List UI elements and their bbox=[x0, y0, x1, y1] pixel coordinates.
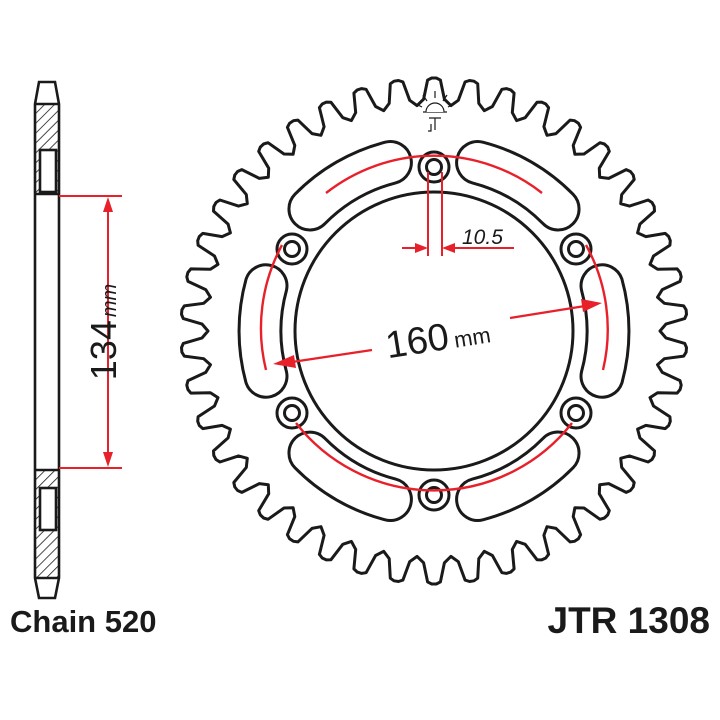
profile-bore-top bbox=[38, 148, 58, 194]
center-bore bbox=[293, 190, 575, 472]
side-profile bbox=[33, 80, 61, 600]
chain-size-label: Chain 520 bbox=[10, 604, 157, 639]
dimension-134-label: 134mm bbox=[83, 284, 124, 380]
dimension-160-unit: mm bbox=[452, 322, 492, 352]
bolt-circle-arcs bbox=[259, 154, 609, 492]
lightening-slot bbox=[287, 430, 413, 522]
dimension-160 bbox=[273, 299, 602, 368]
dimension-134-unit: mm bbox=[99, 284, 121, 317]
bolt-hole bbox=[283, 240, 301, 258]
dimension-160-label: 160mm bbox=[383, 309, 493, 367]
dimension-10-5 bbox=[402, 172, 514, 256]
bolt-hole bbox=[567, 404, 585, 422]
bolt-holes bbox=[275, 150, 593, 512]
bolt-hole bbox=[425, 158, 443, 176]
bolt-hole bbox=[567, 240, 585, 258]
dimension-160-value: 160 bbox=[383, 316, 452, 367]
dimension-134 bbox=[59, 195, 122, 469]
lightening-slot bbox=[237, 263, 289, 399]
dimension-134-value: 134 bbox=[83, 320, 124, 380]
sprocket-face bbox=[180, 76, 688, 586]
lightening-slot bbox=[455, 430, 581, 522]
dimension-10-5-label: 10.5 bbox=[462, 226, 503, 249]
jt-sun-logo-icon bbox=[415, 91, 455, 132]
lightening-slots bbox=[237, 140, 631, 522]
part-number-label: JTR 1308 bbox=[547, 600, 711, 641]
bolt-hole bbox=[283, 404, 301, 422]
profile-bore-bottom bbox=[38, 486, 58, 532]
lightening-slot bbox=[579, 263, 631, 399]
